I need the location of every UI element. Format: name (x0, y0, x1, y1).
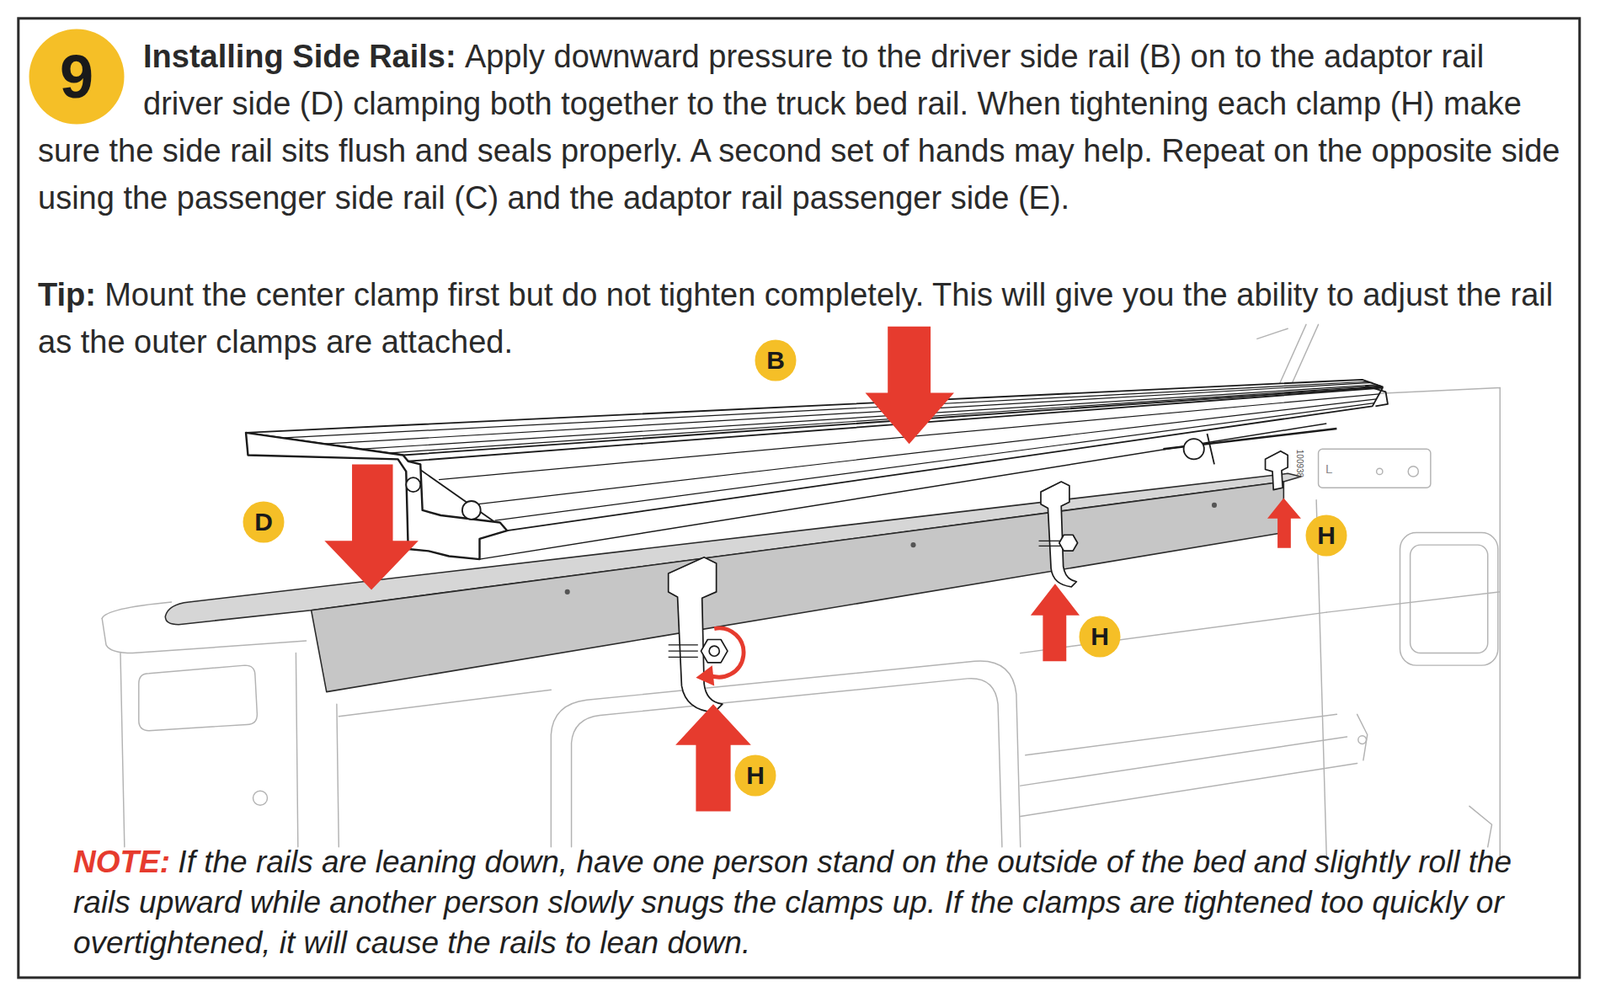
callout-circle (755, 340, 797, 382)
rail-groove (324, 382, 1372, 444)
rail-clip (1206, 433, 1214, 464)
adaptor-hole (565, 589, 571, 595)
callout-number: H (1078, 615, 1121, 658)
callout-number: D (242, 501, 285, 544)
bed-plate (1318, 448, 1431, 488)
part-callout: B (754, 339, 797, 382)
note-text: If the rails are leaning down, have one … (73, 844, 1512, 960)
part-callout: H (1078, 615, 1121, 658)
rail-end-hook (1365, 385, 1388, 406)
far-wall-line (1499, 388, 1501, 858)
text-spacer (1561, 271, 1563, 319)
clamp-bracket (668, 557, 723, 713)
clamp-bracket (1265, 451, 1289, 491)
adaptor-hole (910, 542, 916, 548)
clamps (668, 451, 1289, 713)
bed-corner-line (295, 653, 298, 848)
part-number-marking: 100938 (1295, 449, 1305, 478)
note-paragraph: NOTE:If the rails are leaning down, have… (73, 842, 1531, 964)
callout-number: H (1305, 514, 1348, 557)
note-label: NOTE: (73, 844, 171, 880)
far-wall-line (1326, 592, 1500, 613)
bed-corner-line (1469, 805, 1493, 847)
rail-groove (284, 381, 1368, 438)
clamp-up-arrow (675, 704, 752, 811)
rail-knob (1184, 438, 1205, 459)
tailgate-post-line (120, 653, 125, 848)
press-down-arrow (865, 326, 955, 444)
callout-circle (29, 29, 125, 125)
part-number: 100938 (1295, 449, 1305, 478)
cab-line (1257, 328, 1288, 339)
pressure-arrows (324, 326, 1302, 812)
part-callout: H (734, 754, 777, 797)
bed-window-inner (1410, 544, 1488, 653)
part-callout: H (1305, 514, 1348, 557)
bed-marking: L (1325, 461, 1333, 476)
wheel-well-outline (550, 661, 1020, 848)
bed-pocket-outline (138, 665, 258, 731)
callout-circle (1306, 515, 1348, 557)
press-down-arrow (324, 464, 418, 590)
part-callout: D (242, 501, 285, 544)
callout-circle (735, 755, 777, 797)
tighten-rotation-arrow (708, 628, 744, 678)
clamp-bolt-head (700, 639, 728, 662)
clamp-up-arrow (1030, 583, 1080, 662)
latch-line (1357, 714, 1368, 761)
text-spacer (669, 318, 1563, 571)
step-title: Installing Side Rails: (143, 38, 457, 75)
callout-number: B (754, 339, 797, 382)
callout-number: H (734, 754, 777, 797)
clamp-bolt-head (1059, 534, 1078, 551)
rail-bulb-seal (462, 501, 481, 520)
bed-cap-line (101, 602, 171, 619)
side-rail (245, 379, 1388, 560)
bed-wall-line (338, 689, 551, 717)
rail-top-face (245, 379, 1383, 456)
instruction-paragraph: Installing Side Rails:Apply downward pre… (37, 32, 1563, 222)
bed-side-line (101, 618, 306, 653)
rail-bottom-edge (480, 423, 1328, 560)
bed-letter: L (1325, 461, 1333, 476)
step-number: 9 (28, 28, 125, 125)
floor-rib-line (1020, 736, 1348, 786)
clamp-bolt-thread (1039, 540, 1062, 546)
plate-hole (1408, 466, 1419, 477)
adaptor-rail (165, 473, 1302, 692)
latch-bolt (1358, 736, 1367, 745)
clamp-up-arrow (1267, 497, 1302, 548)
clamp-bolt-washer (709, 645, 720, 656)
bed-window-outline (1400, 533, 1499, 667)
tighten-arrow-head (695, 665, 715, 686)
truck-bed-lines (101, 324, 1500, 858)
bed-hole (253, 790, 268, 806)
rail-end-hole (405, 477, 421, 492)
adaptor-side-face (311, 481, 1285, 693)
floor-rib-line (1025, 714, 1338, 755)
plate-hole (1376, 468, 1383, 475)
clamp-bolt-thread (668, 645, 699, 658)
tip-label: Tip: (37, 277, 96, 313)
callout-circle (1079, 616, 1121, 658)
bed-corner-line (336, 704, 339, 848)
floor-rib-line (1020, 762, 1358, 816)
callout-number: 9 (28, 28, 125, 125)
wheel-well-inner (571, 678, 1003, 848)
callout-circle (243, 501, 285, 544)
page-frame (18, 18, 1580, 978)
tip-text: Mount the center clamp first but do not … (37, 277, 1553, 360)
adaptor-hole (1211, 502, 1217, 508)
